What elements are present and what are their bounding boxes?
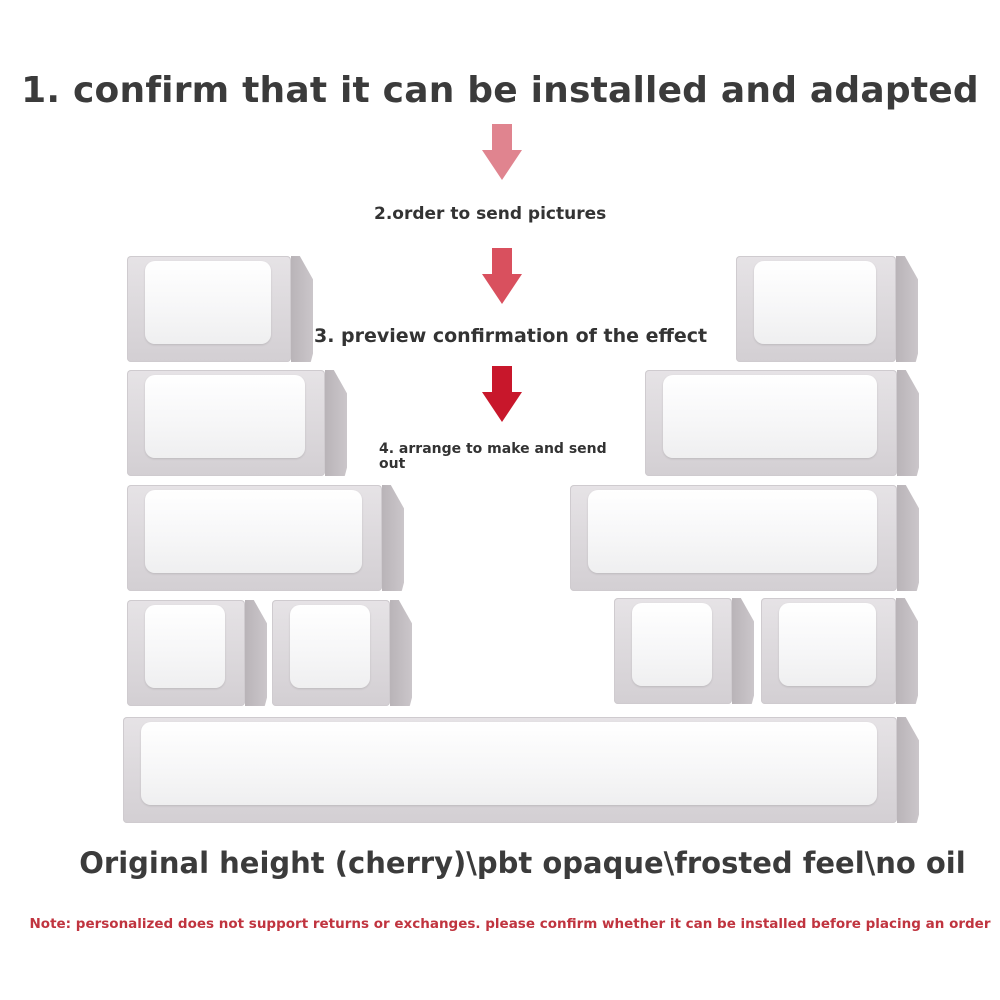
keycap [761, 598, 918, 704]
step-2-label: 2.order to send pictures [374, 204, 607, 224]
down-arrow-icon [482, 124, 522, 180]
step-3-label: 3. preview confirmation of the effect [314, 325, 708, 347]
step-4-label: 4. arrange to make and send out [379, 441, 607, 472]
keycap [127, 485, 404, 591]
keycap [127, 370, 347, 476]
keycap [570, 485, 919, 591]
keycap [645, 370, 919, 476]
keycap [614, 598, 754, 704]
notice-text: Note: personalized does not support retu… [29, 916, 991, 932]
keycap [736, 256, 918, 362]
keycap [127, 600, 267, 706]
keycap [127, 256, 313, 362]
spec-line: Original height (cherry)\pbt opaque\fros… [79, 846, 966, 880]
page-title: 1. confirm that it can be installed and … [21, 70, 979, 111]
down-arrow-icon [482, 366, 522, 422]
spacebar-keycap [123, 717, 919, 823]
keycap [272, 600, 412, 706]
down-arrow-icon [482, 248, 522, 304]
